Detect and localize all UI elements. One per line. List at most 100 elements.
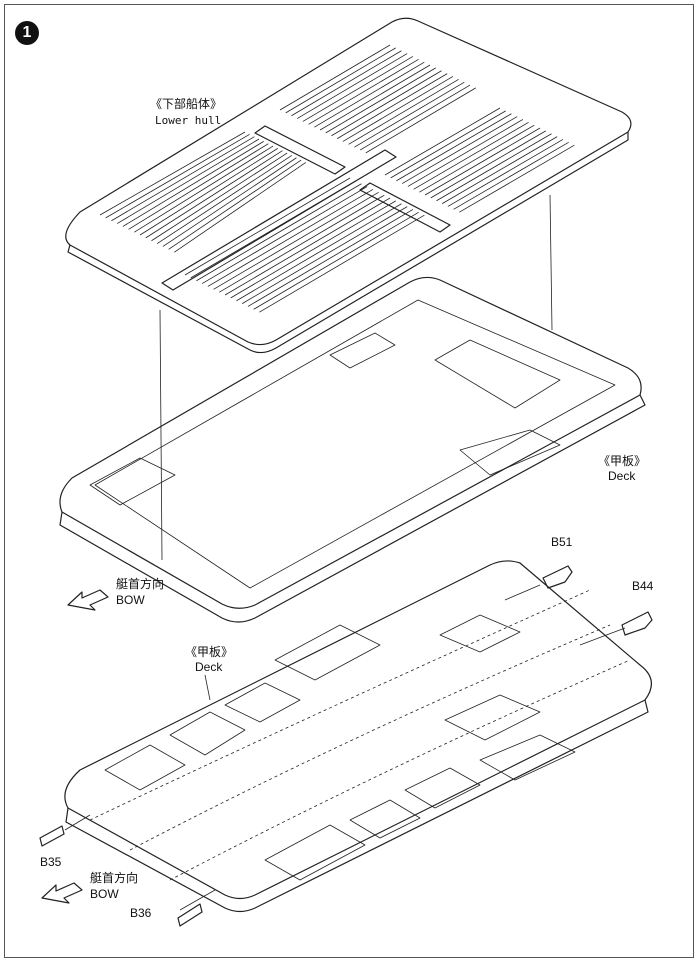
deck-panel (169, 711, 246, 756)
bow-arrow-icon (67, 589, 109, 611)
hull-slat (296, 53, 408, 119)
hull-slat (359, 84, 471, 151)
hull-slat (241, 206, 408, 304)
deck-panels (104, 614, 576, 881)
hull-slat (259, 214, 425, 313)
deck2-label-cn: 《甲板》 (185, 645, 234, 659)
hull-slat (424, 127, 541, 196)
lower-hull-label-en: Lower hull (155, 114, 222, 127)
bow-label-en: BOW (116, 593, 145, 607)
tray-panel (459, 429, 561, 476)
hull-slat (331, 70, 442, 137)
guide-line (179, 889, 216, 911)
hull-slat (236, 203, 402, 302)
lower-hull-plate (65, 17, 632, 346)
part-b36 (177, 903, 203, 927)
tray-panel (434, 339, 561, 409)
deck-rail (129, 624, 611, 851)
hull-slat (151, 152, 288, 242)
hull-slat (279, 44, 391, 111)
hull-slat (419, 124, 535, 193)
cross-strip-1 (254, 125, 346, 175)
guide-line (504, 584, 541, 601)
deck-panel (274, 624, 381, 681)
hull-slat (207, 189, 374, 287)
hull-slat (156, 155, 293, 244)
deck-tray (59, 276, 642, 609)
hull-slat (291, 50, 402, 117)
hull-slat (145, 150, 283, 239)
deck-panel (264, 824, 366, 881)
hull-slat (336, 73, 448, 139)
lower-hull-plate-edge (67, 132, 629, 354)
hull-slat (116, 138, 260, 224)
deck-label-cn: 《甲板》 (598, 454, 647, 468)
deck-panel (104, 744, 186, 791)
hull-slat (224, 197, 391, 296)
hull-slat (342, 76, 454, 142)
deck-panel (479, 734, 576, 781)
hull-slat (430, 130, 546, 199)
hull-slat (365, 87, 477, 154)
guide-line (64, 814, 91, 831)
hull-slat (354, 81, 465, 148)
deck-panel (404, 767, 481, 809)
hull-slat (196, 183, 362, 282)
part-label-b44: B44 (632, 579, 654, 593)
hull-slat (230, 200, 396, 299)
hull-slat (396, 113, 512, 182)
deck-rail (169, 659, 631, 881)
hull-slat (247, 209, 414, 307)
deck-panel (349, 799, 421, 839)
deck-tray-inner (94, 299, 616, 589)
hull-slat (168, 159, 302, 250)
part-label-b36: B36 (130, 906, 152, 920)
deck-panel (439, 614, 521, 653)
deck-tray-side (59, 394, 646, 623)
hull-slat (122, 141, 264, 227)
hull-slat (174, 162, 307, 253)
part-label-b35: B35 (40, 855, 62, 869)
tray-panel (329, 332, 396, 369)
part-b51 (542, 565, 573, 589)
hull-slat (348, 78, 459, 145)
deck-rail (89, 589, 591, 821)
hull-slat (253, 211, 419, 310)
keel-strip (161, 149, 397, 291)
hull-slat (390, 110, 506, 179)
guide-line (159, 309, 163, 561)
bow-arrow-icon (41, 882, 83, 904)
hull-slat (162, 157, 297, 247)
hull-slat (134, 145, 274, 233)
hull-slat (302, 56, 414, 122)
hull-slat (105, 133, 250, 219)
hull-slat (413, 121, 529, 190)
hull-slat (139, 148, 278, 236)
lower-deck (64, 560, 652, 900)
bow2-label-cn: 艇首方向 (90, 871, 139, 885)
hull-slat (213, 191, 379, 290)
hull-slat (453, 141, 569, 210)
guide-line (579, 627, 626, 646)
hull-slat (447, 139, 564, 207)
hull-slat (407, 119, 524, 187)
deck2-label-en: Deck (195, 660, 223, 674)
tray-panel (89, 457, 176, 506)
bow2-label-en: BOW (90, 887, 119, 901)
lower-hull-label-cn: 《下部船体》 (150, 97, 223, 111)
hull-slat (308, 58, 419, 125)
guide-line (549, 194, 553, 331)
bow-label-cn: 艇首方向 (116, 577, 165, 591)
hull-slat (441, 136, 558, 204)
hull-slat (436, 133, 552, 202)
hull-slat (99, 131, 246, 216)
page-frame (4, 4, 694, 958)
hull-slat (111, 136, 255, 222)
step-number-badge: 1 (15, 21, 39, 45)
hull-slat (219, 194, 385, 293)
hull-slat (319, 64, 431, 131)
hull-slat (184, 177, 351, 276)
hull-slat (285, 47, 396, 114)
part-b35 (39, 825, 65, 847)
